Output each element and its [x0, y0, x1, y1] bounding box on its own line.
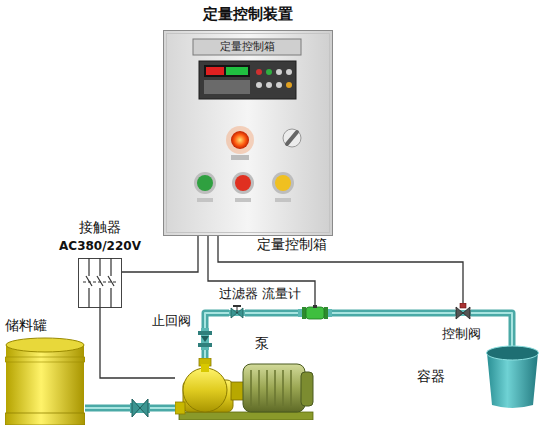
pipe-connector — [332, 313, 455, 314]
control-valve-symbol: 控制阀 — [455, 303, 471, 323]
pipe-line — [205, 313, 229, 328]
pipe-connector — [205, 350, 206, 358]
cabinet-label: 定量控制箱 — [257, 235, 327, 253]
signal-wire — [218, 236, 463, 303]
part-label: 控制阀 — [442, 325, 481, 342]
pump-symbol-outline — [175, 358, 315, 420]
wire-line — [218, 236, 463, 303]
pipe-connector — [245, 313, 298, 314]
panel-nameplate: 定量控制箱 — [193, 38, 301, 56]
contactor-symbol-outline — [78, 258, 122, 308]
pipe-line — [85, 405, 175, 412]
container-symbol-outline — [485, 345, 540, 410]
flowmeter-symbol-outline — [298, 305, 332, 321]
pipe-highlight — [245, 312, 298, 314]
pump-symbol: 泵 — [175, 358, 315, 420]
voltage-label: AC380/220V — [55, 238, 145, 254]
control-cabinet-outline — [163, 30, 333, 236]
flowmeter-symbol: 流量计 — [298, 305, 332, 321]
pipe-highlight — [85, 407, 175, 409]
part-label: 储料罐 — [5, 316, 47, 334]
pipe-highlight — [205, 313, 229, 328]
filter-symbol: 过滤器 — [229, 305, 245, 321]
pipe-line — [332, 310, 455, 317]
pipe-connector — [85, 408, 175, 409]
control-valve-symbol-outline — [455, 303, 471, 323]
inlet-valve-symbol — [130, 399, 150, 417]
pipe-line — [245, 310, 298, 317]
part-label: 容器 — [417, 367, 445, 385]
pipe-line — [202, 350, 209, 358]
pipe-connector — [205, 313, 229, 328]
part-label: 泵 — [255, 334, 269, 352]
filter-symbol-outline — [229, 305, 245, 321]
contactor-symbol: 接触器AC380/220V — [78, 258, 122, 308]
part-label: 止回阀 — [152, 312, 191, 329]
diagram-title: 定量控制装置 — [163, 4, 333, 24]
storage-tank-outline — [5, 337, 85, 425]
container-symbol: 容器 — [485, 345, 540, 410]
part-label: 接触器 — [72, 218, 128, 236]
storage-tank: 储料罐 — [5, 337, 85, 425]
control-cabinet: 定量控制箱 — [163, 30, 333, 236]
part-label: 过滤器 — [219, 285, 258, 302]
pipe-highlight — [332, 312, 455, 314]
pipe-highlight — [204, 350, 206, 358]
part-label: 流量计 — [262, 285, 301, 302]
check-valve-symbol: 止回阀 — [198, 328, 212, 350]
check-valve-symbol-outline — [198, 328, 212, 350]
